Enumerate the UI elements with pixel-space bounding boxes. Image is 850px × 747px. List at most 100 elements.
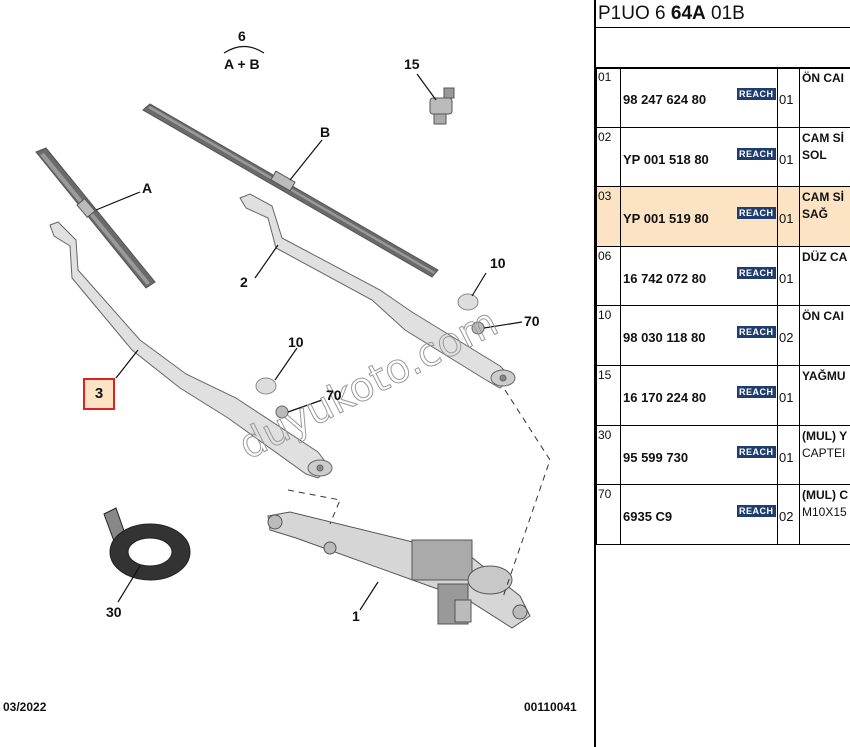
description-line2: CAPTEI xyxy=(802,445,846,460)
callout-10-lower[interactable]: 10 xyxy=(288,334,304,350)
guide-lines xyxy=(287,389,551,601)
ref-suffix: 01B xyxy=(705,3,745,24)
quantity-value: 01 xyxy=(779,389,794,405)
quantity-value: 02 xyxy=(779,330,794,346)
row-number: 30 xyxy=(596,424,621,486)
row-reference[interactable]: 6935 C9 REACH xyxy=(620,484,778,545)
description-line1: (MUL) C xyxy=(802,488,848,503)
part-number[interactable]: YP 001 518 80 xyxy=(623,151,709,167)
callout-a[interactable]: A xyxy=(142,180,153,196)
description-line1: (MUL) Y xyxy=(802,428,848,443)
row-number: 70 xyxy=(596,484,621,545)
reach-badge: REACH xyxy=(737,147,776,160)
part-number[interactable]: 98 247 624 80 xyxy=(623,92,707,107)
tape-roll-30 xyxy=(103,507,191,581)
description-line1: YAĞMU xyxy=(802,368,846,383)
callout-70-upper[interactable]: 70 xyxy=(524,313,540,329)
reach-badge: REACH xyxy=(737,445,776,458)
reach-badge: REACH xyxy=(737,266,776,279)
wiper-blade-b xyxy=(142,103,439,278)
row-description: YAĞMU xyxy=(799,364,850,426)
callout-b[interactable]: B xyxy=(320,124,331,140)
description-line1: CAM Sİ xyxy=(802,130,844,145)
row-quantity: 01 xyxy=(777,126,800,188)
callout-15[interactable]: 15 xyxy=(404,56,420,72)
row-description: CAM Sİ SOL xyxy=(799,126,850,188)
row-number: 15 xyxy=(596,364,621,426)
row-reference[interactable]: 98 030 118 80 REACH xyxy=(620,305,778,366)
part-number[interactable]: 16 170 224 80 xyxy=(623,389,707,405)
quantity-value: 01 xyxy=(779,92,794,107)
row-quantity: 02 xyxy=(777,305,800,366)
row-quantity: 01 xyxy=(777,186,800,247)
diagram-date: 03/2022 xyxy=(3,700,47,714)
callout-3-selected[interactable]: 3 xyxy=(83,378,115,410)
quantity-value: 01 xyxy=(779,270,794,286)
row-reference[interactable]: 16 742 072 80 REACH xyxy=(620,245,778,307)
description-line1: CAM Sİ xyxy=(802,190,844,205)
cap-10-upper xyxy=(457,293,479,311)
wiper-blade-a xyxy=(35,147,156,289)
row-quantity: 01 xyxy=(777,245,800,307)
description-line2: SOL xyxy=(802,147,827,162)
callout-1[interactable]: 1 xyxy=(352,608,360,624)
rain-sensor-15 xyxy=(429,87,455,125)
leader-lines xyxy=(95,45,523,611)
wiper-linkage-1 xyxy=(267,511,531,629)
row-quantity: 02 xyxy=(777,484,800,545)
reach-badge: REACH xyxy=(737,505,776,518)
part-number[interactable]: 6935 C9 xyxy=(623,509,673,525)
description-line2: SAĞ xyxy=(802,207,829,222)
part-number[interactable]: 95 599 730 xyxy=(623,449,689,465)
row-number: 02 xyxy=(596,126,621,188)
part-number[interactable]: 98 030 118 80 xyxy=(623,330,706,346)
diagram-code: 00110041 xyxy=(524,700,577,714)
row-number: 06 xyxy=(596,245,621,307)
description-line1: DÜZ CA xyxy=(802,249,848,264)
wiper-arm-2 xyxy=(239,193,516,389)
callout-6[interactable]: 6 xyxy=(238,28,246,44)
callout-30[interactable]: 30 xyxy=(106,604,122,620)
callout-10-upper[interactable]: 10 xyxy=(490,255,506,271)
row-reference[interactable]: 95 599 730 REACH xyxy=(620,424,778,486)
reach-badge: REACH xyxy=(737,207,776,220)
parts-diagram: duyukoto.com 6 A + B 15 B A 2 10 70 10 7… xyxy=(3,28,577,714)
parts-reference-header: P1UO 6 64A 01B xyxy=(596,0,850,27)
panel-divider xyxy=(594,0,596,747)
row-description: ÖN CAI xyxy=(799,305,850,366)
row-description: DÜZ CA xyxy=(799,245,850,307)
description-line1: ÖN CAI xyxy=(802,71,844,85)
row-number: 03 xyxy=(596,186,621,247)
ref-bold: 64A xyxy=(670,3,706,24)
row-quantity: 01 xyxy=(777,364,800,426)
reach-badge: REACH xyxy=(737,326,776,339)
part-number[interactable]: 16 742 072 80 xyxy=(623,270,707,286)
callout-a-plus-b[interactable]: A + B xyxy=(224,56,260,72)
part-number[interactable]: YP 001 519 80 xyxy=(623,211,709,227)
row-quantity: 01 xyxy=(777,424,800,486)
panel-empty-area xyxy=(596,546,850,747)
callout-70-lower[interactable]: 70 xyxy=(326,387,342,403)
row-reference[interactable]: YP 001 518 80 REACH xyxy=(620,126,778,188)
quantity-value: 01 xyxy=(779,211,794,227)
wiper-arm-3 xyxy=(49,221,333,479)
callout-2[interactable]: 2 xyxy=(240,274,248,290)
diagram-drawing: duyukoto.com xyxy=(35,45,551,629)
description-line2: M10X15 xyxy=(802,505,847,520)
row-quantity: 01 xyxy=(777,67,800,128)
quantity-value: 01 xyxy=(779,151,794,167)
row-reference[interactable]: YP 001 519 80 REACH xyxy=(620,186,778,247)
ref-prefix: P1UO 6 xyxy=(598,3,671,24)
